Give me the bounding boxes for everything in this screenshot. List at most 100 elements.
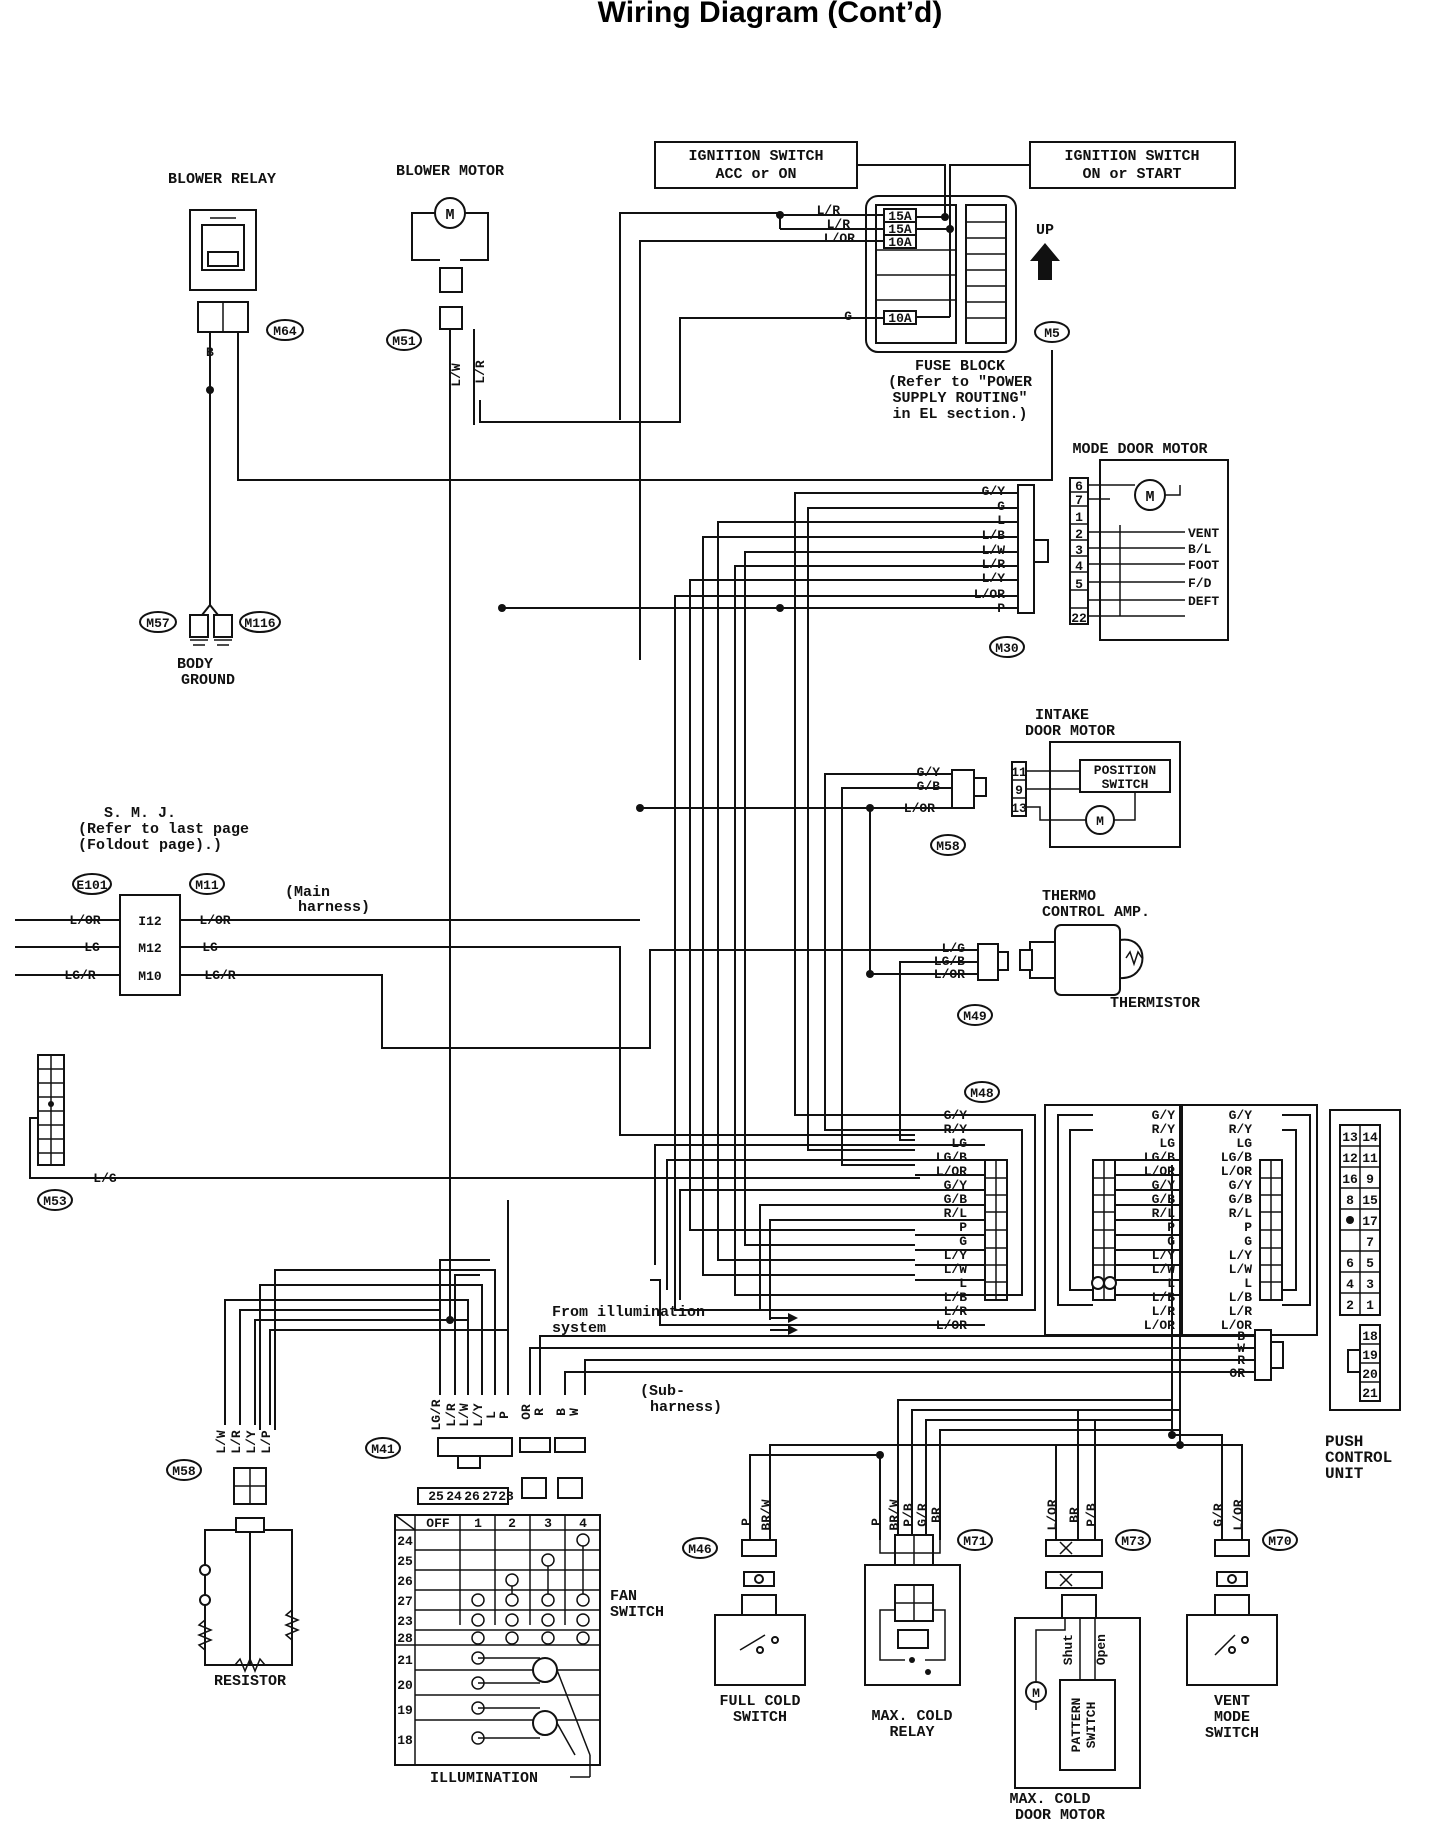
svg-text:THERMO: THERMO xyxy=(1042,888,1096,905)
wire-label: L/Y xyxy=(471,1403,486,1427)
svg-text:VENT: VENT xyxy=(1214,1693,1250,1710)
svg-text:13: 13 xyxy=(1011,801,1027,816)
wire-label: P/B xyxy=(1084,1503,1099,1527)
m70-wires xyxy=(1172,1434,1243,1540)
wire-label: G/B xyxy=(917,779,941,794)
wire-label: P xyxy=(959,1220,967,1235)
svg-text:BLOWER MOTOR: BLOWER MOTOR xyxy=(396,163,504,180)
svg-text:26: 26 xyxy=(464,1489,480,1504)
svg-text:Shut: Shut xyxy=(1061,1634,1076,1665)
svg-text:16: 16 xyxy=(1342,1172,1358,1187)
svg-text:21: 21 xyxy=(1362,1386,1378,1401)
fan-header: 4 xyxy=(579,1516,587,1531)
m41-connector xyxy=(437,1437,513,1469)
ignition-switch-on: IGNITION SWITCH ON or START xyxy=(1029,141,1236,189)
wire-label: L/R xyxy=(444,1403,459,1427)
svg-text:M48: M48 xyxy=(970,1086,994,1101)
wire-label: B xyxy=(1237,1329,1245,1344)
blower-motor: BLOWER MOTOR M xyxy=(396,163,504,330)
svg-text:BLOWER RELAY: BLOWER RELAY xyxy=(168,171,276,188)
wire-label: L/R xyxy=(229,1430,244,1454)
svg-text:25: 25 xyxy=(428,1489,444,1504)
svg-text:9: 9 xyxy=(1366,1172,1374,1187)
blower-relay: BLOWER RELAY B xyxy=(168,171,276,360)
smj: S. M. J. (Refer to last page (Foldout pa… xyxy=(78,805,249,996)
svg-text:ILLUMINATION: ILLUMINATION xyxy=(430,1770,538,1787)
fan-row: 21 xyxy=(397,1653,413,1668)
bus-wires xyxy=(1171,1160,1181,1445)
svg-text:M: M xyxy=(1096,814,1104,829)
svg-text:6: 6 xyxy=(1346,1256,1354,1271)
svg-text:RESISTOR: RESISTOR xyxy=(214,1673,286,1690)
svg-text:14: 14 xyxy=(1362,1130,1378,1145)
connector-m11: M11 xyxy=(189,873,225,895)
svg-text:in EL section.): in EL section.) xyxy=(892,406,1027,423)
m58-resistor-connector xyxy=(233,1467,267,1533)
svg-text:M: M xyxy=(1032,1686,1040,1701)
connector-m57: M57 xyxy=(139,611,177,633)
wire-label: L xyxy=(484,1411,499,1419)
wire-label: L/G xyxy=(93,1171,117,1186)
fan-header: OFF xyxy=(426,1516,450,1531)
fan-row: 27 xyxy=(397,1594,413,1609)
svg-text:S. M. J.: S. M. J. xyxy=(104,805,176,822)
svg-text:MAX. COLD: MAX. COLD xyxy=(1009,1791,1090,1808)
connector-m73: M73 xyxy=(1115,1529,1151,1551)
svg-text:R: R xyxy=(532,1408,547,1416)
wire-label: G xyxy=(997,499,1005,514)
svg-text:22: 22 xyxy=(1071,611,1087,626)
svg-text:POSITION: POSITION xyxy=(1094,763,1156,778)
wire-label: LG xyxy=(202,940,218,955)
max-cold-door-motor: M Shut Open PATTERN SWITCH MAX. COLD DOO… xyxy=(1009,1594,1141,1824)
wire-label: L/Y xyxy=(1152,1248,1176,1263)
svg-text:8: 8 xyxy=(1346,1193,1354,1208)
svg-text:DOOR MOTOR: DOOR MOTOR xyxy=(1015,1807,1105,1824)
fuse-label: 15A xyxy=(888,222,912,237)
wire-label: L/OR xyxy=(69,913,100,928)
wire-label: L/OR xyxy=(904,801,935,816)
body-ground: BODY GROUND xyxy=(177,614,235,689)
wire-label: G/B xyxy=(1229,1192,1253,1207)
wire-label: L/R xyxy=(944,1304,968,1319)
wire-label: L/R xyxy=(473,360,488,384)
connector-m49: M49 xyxy=(957,1004,993,1026)
fan-header: 1 xyxy=(474,1516,482,1531)
svg-text:M: M xyxy=(1145,489,1154,506)
intake-door-motor: INTAKE DOOR MOTOR POSITION SWITCH M 11 9… xyxy=(951,707,1181,848)
wire-label: OR xyxy=(1229,1366,1245,1381)
connector-m41: M41 xyxy=(365,1437,401,1459)
svg-text:9: 9 xyxy=(1015,783,1023,798)
wire-label: L/W xyxy=(214,1430,229,1454)
max-cold-relay: MAX. COLD RELAY xyxy=(864,1564,961,1741)
svg-text:7: 7 xyxy=(1366,1235,1374,1250)
svg-text:12: 12 xyxy=(1342,1151,1358,1166)
svg-text:SWITCH: SWITCH xyxy=(1084,1702,1099,1749)
m41-pin-block: 25 24 26 27 23 xyxy=(417,1487,514,1505)
svg-text:M58: M58 xyxy=(172,1464,196,1479)
svg-text:4: 4 xyxy=(1346,1277,1354,1292)
sub-harness-label: (Sub- xyxy=(640,1383,685,1400)
svg-text:UP: UP xyxy=(1036,222,1054,239)
wire-label: BR/W xyxy=(887,1499,902,1530)
wire-label: LG xyxy=(1159,1136,1175,1151)
wire-label: LG/R xyxy=(204,968,235,983)
mode-position: B/L xyxy=(1188,542,1212,557)
wire-label: G/Y xyxy=(917,765,941,780)
fan-header: 2 xyxy=(508,1516,516,1531)
wire-label: G/B xyxy=(944,1192,968,1207)
wire-label: L/Y xyxy=(944,1248,968,1263)
svg-text:W: W xyxy=(567,1408,582,1416)
svg-text:IGNITION SWITCH: IGNITION SWITCH xyxy=(1064,148,1199,165)
svg-text:FAN: FAN xyxy=(610,1588,637,1605)
svg-text:M70: M70 xyxy=(1268,1534,1292,1549)
svg-text:15: 15 xyxy=(1362,1193,1378,1208)
wire-label: LG/B xyxy=(936,1150,967,1165)
svg-text:13: 13 xyxy=(1342,1130,1358,1145)
svg-text:19: 19 xyxy=(1362,1348,1378,1363)
wire-label: LG xyxy=(84,940,100,955)
svg-text:M46: M46 xyxy=(688,1542,712,1557)
wire-label: LG xyxy=(951,1136,967,1151)
wire-label: L/W xyxy=(449,363,464,387)
wire-label: G/Y xyxy=(982,484,1006,499)
svg-text:FULL COLD: FULL COLD xyxy=(719,1693,800,1710)
